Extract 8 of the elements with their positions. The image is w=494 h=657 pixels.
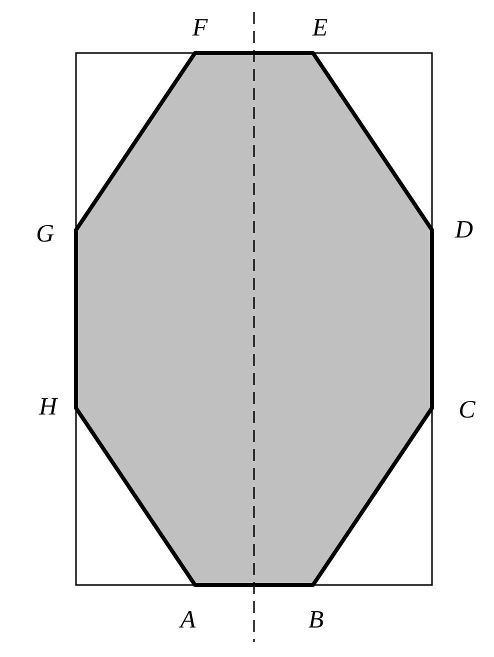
vertex-label: A <box>180 608 196 632</box>
vertex-label: G <box>36 222 54 246</box>
vertex-label: C <box>458 398 476 422</box>
vertex-label: H <box>38 394 58 420</box>
vertex-label: D <box>454 218 474 242</box>
vertex-label: E <box>312 16 328 40</box>
vertex-label: B <box>308 608 324 632</box>
vertex-label: F <box>192 16 208 40</box>
